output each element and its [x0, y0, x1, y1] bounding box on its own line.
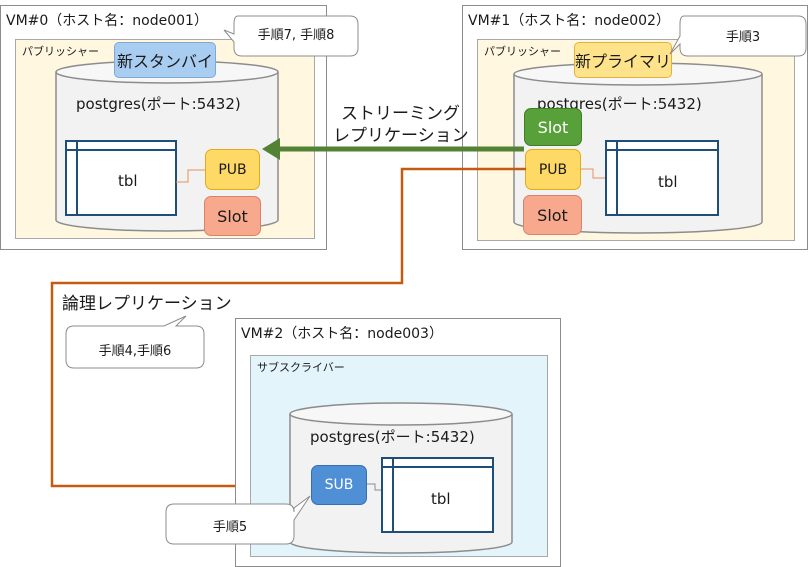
streaming-replication-arrow [262, 138, 524, 160]
vm0-new-standby-tag: 新スタンバイ [114, 42, 216, 78]
vm2-table-label: tbl [431, 490, 451, 508]
vm0-role-label: パブリッシャー [22, 45, 99, 58]
vm1-pub-box: PUB [525, 149, 581, 190]
vm2-sub-box: SUB [311, 465, 367, 505]
vm1-role-label: パブリッシャー [484, 45, 561, 58]
vm2-title: VM#2（ホスト名：node003） [241, 326, 443, 342]
vm0-table-icon [65, 140, 177, 216]
vm2-table-icon [381, 457, 494, 533]
vm1-slot-green-box: Slot [524, 108, 582, 146]
vm1-slot-box: Slot [523, 195, 582, 235]
logical-callout: 手順4,手順6 [64, 314, 214, 370]
vm0-slot-box: Slot [204, 196, 261, 236]
vm1-callout: 手順3 [668, 14, 808, 60]
streaming-label-line1: ストリーミング [341, 104, 460, 124]
vm2-db-label: postgres(ポート:5432) [310, 428, 475, 446]
vm1-pub-table-link [581, 168, 607, 179]
vm0-callout-text: 手順7, 手順8 [257, 28, 335, 43]
vm1-callout-text: 手順3 [725, 30, 761, 45]
logical-callout-text: 手順4,手順6 [98, 344, 172, 359]
vm0-title: VM#0（ホスト名：node001） [6, 13, 208, 29]
vm1-table-label: tbl [658, 173, 678, 191]
vm0-table-label: tbl [118, 172, 138, 190]
vm0-table-pub-link [176, 169, 206, 183]
vm0-db-label: postgres(ポート:5432) [76, 95, 241, 113]
streaming-label-line2: レプリケーション [333, 126, 469, 146]
vm0-pub-box: PUB [205, 149, 260, 190]
vm2-callout-text: 手順5 [212, 520, 248, 535]
vm2-callout: 手順5 [164, 494, 332, 546]
logical-replication-label: 論理レプリケーション [62, 294, 232, 314]
vm1-new-primary-tag: 新プライマリ [574, 42, 672, 78]
vm2-sub-table-link [367, 483, 383, 491]
vm2-role-label: サブスクライバー [257, 361, 345, 374]
vm1-title: VM#1（ホスト名：node002） [468, 13, 670, 29]
vm0-callout: 手順7, 手順8 [222, 14, 360, 60]
vm1-table-icon [605, 140, 719, 216]
